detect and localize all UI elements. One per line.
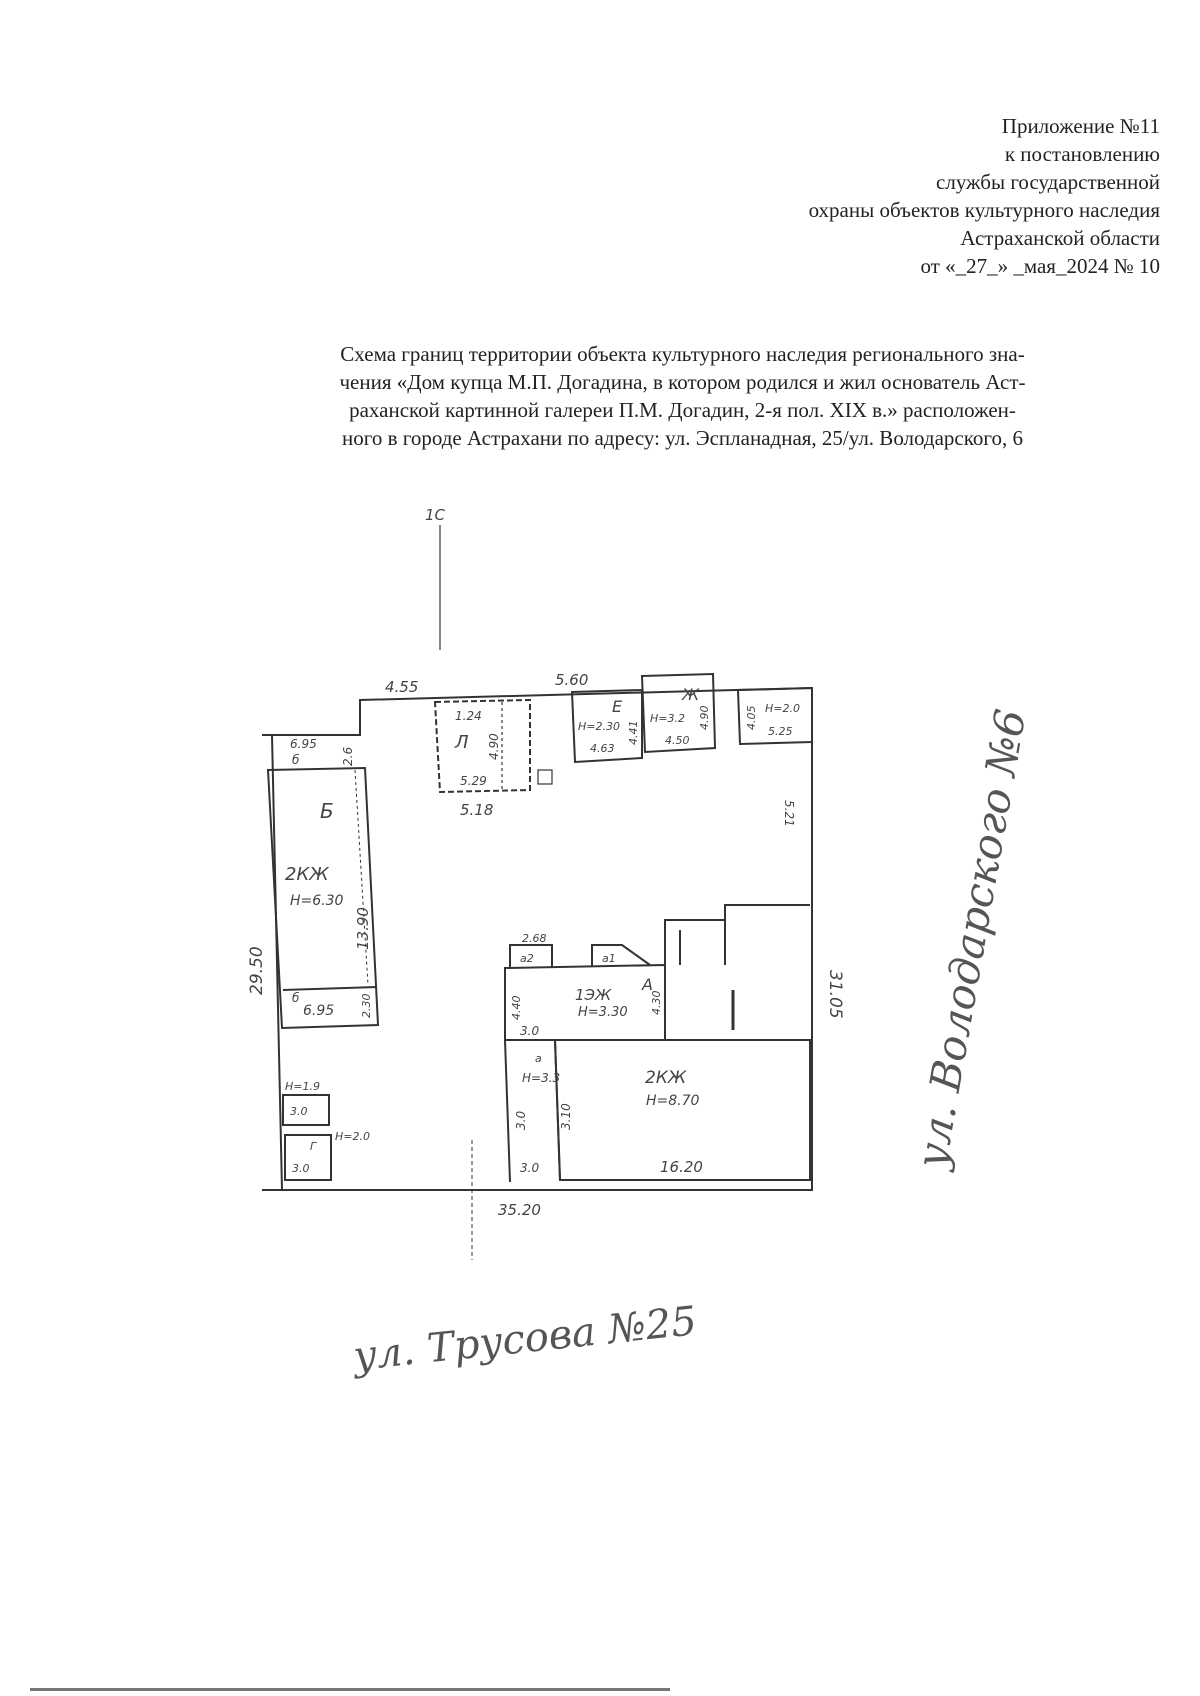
dim-label: 29.50	[247, 946, 267, 995]
room-label: 3.0	[514, 1111, 528, 1130]
title-line: Схема границ территории объекта культурн…	[340, 342, 1025, 366]
small-building-2	[284, 1134, 332, 1181]
room-label: б	[292, 991, 300, 1005]
building-zh	[640, 672, 717, 754]
building-l	[433, 698, 531, 794]
header-line: от «_27_» _мая_2024 № 10	[920, 254, 1160, 278]
street-label-trusova: ул. Трусова №25	[349, 1298, 699, 1380]
corridor	[504, 1039, 561, 1183]
north-mark: 1С	[425, 506, 446, 524]
room-label: А	[641, 975, 653, 994]
room-label: 4.41	[627, 721, 640, 746]
dim-label: 5.18	[460, 801, 493, 819]
room-label: Б	[320, 799, 334, 823]
dim-label: 5.21	[782, 800, 796, 827]
room-label: 1.24	[455, 709, 482, 723]
title-line: раханской картинной галереи П.М. Догадин…	[349, 398, 1016, 422]
annex-a2	[509, 944, 553, 968]
title-line: ного в городе Астрахани по адресу: ул. Э…	[342, 426, 1023, 450]
room-label: 4.63	[590, 742, 615, 755]
appendix-header: Приложение №11 к постановлению службы го…	[809, 112, 1160, 280]
header-line: к постановлению	[1004, 142, 1160, 166]
building-b-divider	[282, 986, 378, 991]
left-boundary	[271, 734, 283, 1191]
room-label: Е	[612, 697, 623, 716]
room-label: 4.90	[698, 706, 711, 731]
dim-label: 4.55	[385, 678, 418, 696]
page-edge-line	[30, 1688, 670, 1691]
building-e	[570, 688, 643, 764]
room-label: Н=8.70	[646, 1093, 700, 1109]
header-line: Приложение №11	[1001, 114, 1160, 138]
well-icon	[537, 769, 553, 785]
room-label: а	[535, 1052, 542, 1065]
room-label: Ж	[681, 685, 700, 704]
room-label: Н=2.30	[578, 720, 620, 733]
room-label: 4.50	[665, 734, 690, 747]
room-label: 6.95	[290, 737, 317, 751]
header-line: Астраханской области	[960, 226, 1160, 250]
room-label: Н=6.30	[290, 893, 344, 909]
room-label: 2.30	[360, 994, 373, 1019]
room-label: а2	[520, 952, 534, 965]
dim-label: 35.20	[498, 1201, 541, 1219]
room-label: Н=3.3	[522, 1071, 560, 1085]
dim-label: 5.60	[555, 671, 588, 689]
building-b	[266, 766, 380, 1030]
room-label: 3.0	[520, 1024, 539, 1038]
room-label: 3.0	[292, 1162, 310, 1175]
parcel-boundary	[262, 686, 813, 1191]
room-label: Н=3.2	[650, 712, 685, 725]
dim-label: 31.05	[825, 970, 845, 1019]
porch	[664, 904, 810, 965]
room-label: 4.40	[510, 996, 523, 1021]
room-label: 2КЖ	[645, 1068, 687, 1088]
title-line: чения «Дом купца М.П. Догадина, в которо…	[339, 370, 1026, 394]
room-label: 5.29	[460, 774, 487, 788]
room-label: 4.90	[487, 733, 501, 760]
room-label: 3.0	[520, 1161, 539, 1175]
room-label: 4.30	[650, 991, 663, 1016]
street-label-volodarskogo: ул. Володарского №6	[906, 706, 1035, 1174]
annex-a1	[591, 944, 651, 967]
room-label: 1ЭЖ	[575, 986, 612, 1004]
room-label: 5.25	[768, 725, 793, 738]
room-label: Н=1.9	[285, 1080, 320, 1093]
room-label: 3.10	[559, 1103, 573, 1130]
header-line: службы государственной	[936, 170, 1160, 194]
room-label: 3.0	[290, 1105, 308, 1118]
dim-label: 13.90	[354, 907, 372, 950]
small-building-1	[282, 1094, 330, 1126]
room-label: 2КЖ	[285, 864, 329, 885]
room-label: б	[292, 753, 300, 767]
room-label: Г	[310, 1140, 317, 1153]
dim-label: 16.20	[660, 1158, 703, 1176]
room-label: Н=2.0	[765, 702, 800, 715]
room-label: Н=3.30	[578, 1005, 628, 1020]
room-label: Л	[454, 732, 469, 753]
header-line: охраны объектов культурного наследия	[808, 198, 1160, 222]
building-z	[736, 686, 813, 746]
room-label: 4.05	[745, 706, 758, 731]
room-label: 6.95	[303, 1003, 334, 1019]
room-label: 2.6	[341, 747, 355, 766]
room-label: а1	[602, 952, 616, 965]
document-title: Схема границ территории объекта культурн…	[205, 340, 1160, 452]
room-label: 2.68	[522, 932, 547, 945]
room-label: Н=2.0	[335, 1130, 370, 1143]
